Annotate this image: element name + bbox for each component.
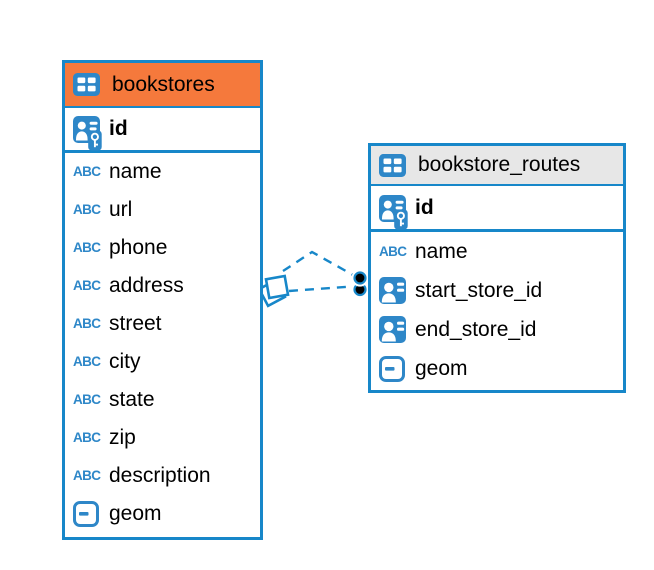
column-label: city (109, 350, 141, 373)
table-bookstore-routes-header[interactable]: bookstore_routes (371, 146, 623, 186)
table-bookstores[interactable]: bookstores id ABC name ABC url ABC phone… (62, 60, 263, 540)
text-abc-icon: ABC (73, 392, 101, 408)
column-row-url[interactable]: ABC url (65, 191, 260, 229)
text-abc-icon: ABC (73, 354, 101, 370)
dot-markers[interactable] (351, 269, 369, 297)
column-row-start-store-id[interactable]: start_store_id (371, 271, 623, 310)
column-row-end-store-id[interactable]: end_store_id (371, 310, 623, 349)
text-abc-icon: ABC (73, 164, 101, 180)
diamond-marker[interactable] (257, 274, 290, 308)
column-row-geom[interactable]: geom (65, 495, 260, 533)
text-abc-icon: ABC (73, 316, 101, 332)
geometry-icon (379, 356, 409, 382)
person-key-icon (73, 111, 103, 147)
column-row-phone[interactable]: ABC phone (65, 229, 260, 267)
column-label: url (109, 198, 133, 221)
column-row-geom[interactable]: geom (371, 349, 623, 388)
person-key-icon (379, 190, 409, 226)
person-card-icon (379, 277, 409, 304)
table-icon (73, 73, 103, 96)
column-label: start_store_id (415, 278, 543, 302)
column-row-state[interactable]: ABC state (65, 381, 260, 419)
person-card-icon (379, 316, 409, 343)
table-title: bookstores (112, 72, 215, 96)
text-abc-icon: ABC (73, 468, 101, 484)
column-row-street[interactable]: ABC street (65, 305, 260, 343)
column-label: id (415, 195, 434, 219)
column-label: phone (109, 236, 168, 259)
column-row-zip[interactable]: ABC zip (65, 419, 260, 457)
table-icon (379, 154, 409, 177)
column-label: geom (415, 356, 468, 380)
column-row-name[interactable]: ABC name (371, 232, 623, 271)
column-row-id[interactable]: id (65, 108, 260, 153)
column-row-name[interactable]: ABC name (65, 153, 260, 191)
geometry-icon (73, 501, 103, 527)
column-label: geom (109, 502, 162, 525)
column-row-id[interactable]: id (371, 186, 623, 232)
column-label: end_store_id (415, 317, 537, 341)
column-label: description (109, 464, 211, 487)
column-label: id (109, 117, 128, 140)
fk-line-upper[interactable] (282, 250, 354, 277)
column-row-description[interactable]: ABC description (65, 457, 260, 495)
table-title: bookstore_routes (418, 153, 581, 176)
column-label: name (109, 160, 162, 183)
column-row-address[interactable]: ABC address (65, 267, 260, 305)
table-bookstore-routes[interactable]: bookstore_routes id ABC name start_store… (368, 143, 626, 393)
column-label: state (109, 388, 155, 411)
text-abc-icon: ABC (379, 243, 407, 259)
table-bookstores-header[interactable]: bookstores (65, 63, 260, 108)
text-abc-icon: ABC (73, 430, 101, 446)
text-abc-icon: ABC (73, 240, 101, 256)
fk-line-lower[interactable] (288, 285, 353, 293)
column-label: address (109, 274, 184, 297)
column-row-city[interactable]: ABC city (65, 343, 260, 381)
text-abc-icon: ABC (73, 278, 101, 294)
text-abc-icon: ABC (73, 202, 101, 218)
column-label: name (415, 239, 468, 263)
column-label: street (109, 312, 162, 335)
column-label: zip (109, 426, 136, 449)
